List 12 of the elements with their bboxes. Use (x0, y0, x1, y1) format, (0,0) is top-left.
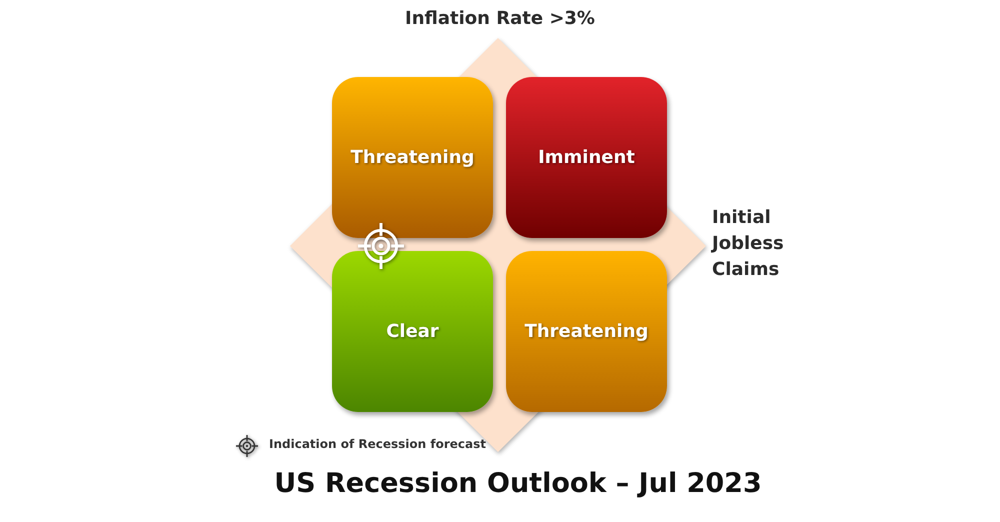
diagram-title: US Recession Outlook – Jul 2023 (273, 468, 763, 499)
legend-label: Indication of Recession forecast (269, 437, 486, 451)
quadrant-label: Clear (386, 321, 439, 342)
quadrant-label: Threatening (524, 321, 648, 342)
quadrant-box (332, 251, 493, 412)
quadrant-label: Threatening (350, 147, 474, 168)
quadrant-box (506, 77, 667, 238)
quadrant-label: Imminent (538, 147, 635, 168)
axis-label: Initial Jobless Claims (712, 206, 785, 282)
quadrant-box (506, 251, 667, 412)
axis-label: Inflation Rate >3% (404, 7, 596, 31)
quadrant-box (332, 77, 493, 238)
